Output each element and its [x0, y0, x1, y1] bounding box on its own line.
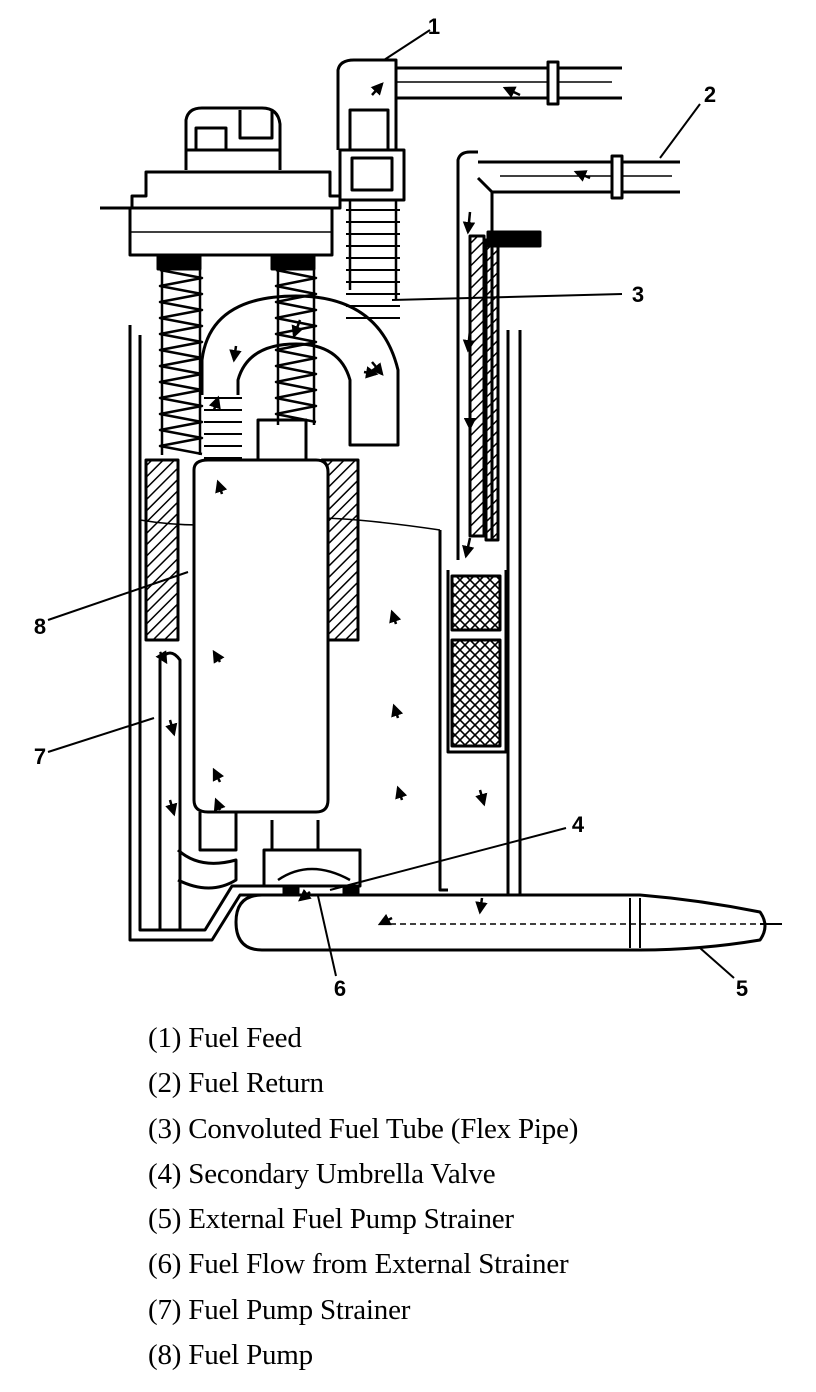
legend-item-convoluted-fuel-tube: (3) Convoluted Fuel Tube (Flex Pipe): [148, 1112, 579, 1145]
legend-item-fuel-pump: (8) Fuel Pump: [148, 1339, 313, 1372]
fuel-feed-fitting: [336, 58, 622, 202]
spring-right: [274, 268, 318, 425]
callout-leaders: [47, 29, 735, 979]
legend-item-secondary-umbrella-valve: (4) Secondary Umbrella Valve: [148, 1157, 496, 1190]
strainer-mesh: [446, 570, 508, 754]
convoluted-fuel-tube: [200, 200, 400, 459]
legend-item-fuel-return: (2) Fuel Return: [148, 1067, 324, 1100]
callout-1: 1: [428, 14, 440, 39]
callout-4: 4: [572, 812, 585, 837]
spring-left: [158, 268, 204, 456]
electrical-connector: [184, 106, 282, 170]
flow-arrows: [155, 82, 591, 926]
legend-item-external-fuel-pump-strainer: (5) External Fuel Pump Strainer: [148, 1203, 514, 1236]
callout-2: 2: [704, 82, 716, 107]
callout-3: 3: [632, 282, 644, 307]
callout-6: 6: [334, 976, 346, 1001]
callout-8: 8: [34, 614, 46, 639]
fuel-return-tube: [456, 150, 680, 560]
fuel-pump-module-diagram: 1 2 3 4 5 6 7 8: [34, 14, 782, 1001]
external-fuel-pump-strainer: [234, 893, 782, 952]
legend-item-fuel-pump-strainer: (7) Fuel Pump Strainer: [148, 1293, 411, 1326]
fuel-pump: [192, 418, 330, 852]
legend-list: (1) Fuel Feed (2) Fuel Return (3) Convol…: [148, 1016, 578, 1378]
legend-item-fuel-flow-external-strainer: (6) Fuel Flow from External Strainer: [148, 1248, 569, 1281]
callout-7: 7: [34, 744, 46, 769]
legend-item-fuel-feed: (1) Fuel Feed: [148, 1022, 302, 1054]
callout-5: 5: [736, 976, 748, 1001]
module-cover-flange: [100, 170, 342, 271]
